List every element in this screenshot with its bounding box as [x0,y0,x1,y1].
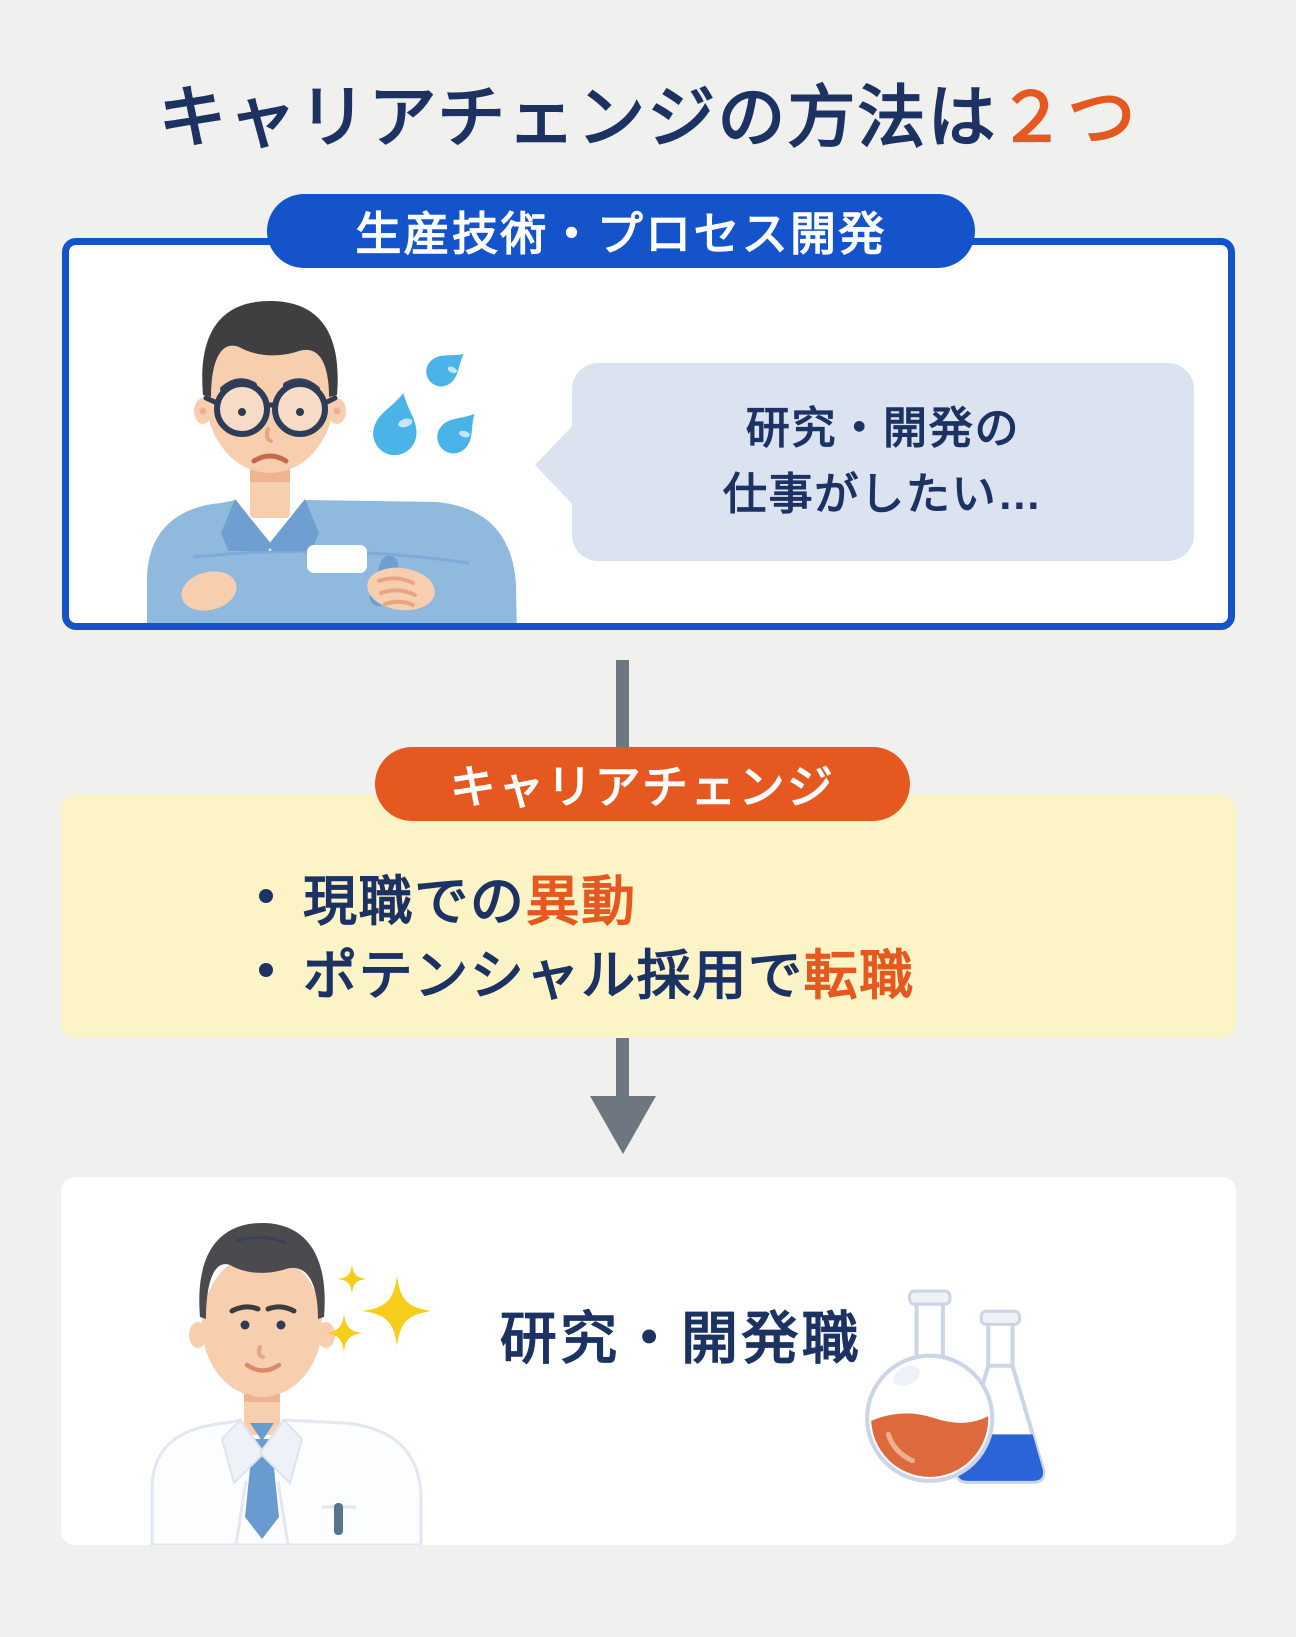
happy-scientist-illustration [150,1223,423,1545]
current-role-box: 研究・開発の 仕事がしたい… [62,238,1235,630]
speech-bubble: 研究・開発の 仕事がしたい… [535,363,1194,561]
career-option-transfer: 現職での異動 [259,859,1236,933]
sparkles-icon [329,1264,429,1352]
speech-line-1: 研究・開発の [745,404,1021,453]
page-title: キャリアチェンジの方法は２つ [0,62,1296,161]
current-role-badge: 生産技術・プロセス開発 [267,194,975,268]
career-options-list: 現職での異動 ポテンシャル採用で転職 [61,795,1236,1007]
worried-factory-worker-illustration [147,301,517,623]
sweat-drops-icon [373,354,475,456]
title-highlight: ２つ [997,80,1138,156]
bullet-dot-icon [259,889,273,903]
career-change-box: 現職での異動 ポテンシャル採用で転職 [61,795,1236,1038]
option-highlight: 異動 [525,871,637,932]
chemistry-flasks-icon [865,1289,1046,1484]
option-text: 現職での [303,871,526,932]
goal-role-label: 研究・開発職 [499,1307,863,1371]
career-option-job-change: ポテンシャル採用で転職 [259,933,1236,1007]
career-change-badge: キャリアチェンジ [375,747,910,821]
bullet-dot-icon [259,963,273,977]
option-highlight: 転職 [803,945,915,1006]
goal-role-box: 研究・開発職 [61,1177,1236,1545]
down-arrow-head-icon [590,1096,656,1154]
title-text: キャリアチェンジの方法は [158,80,998,156]
option-text: ポテンシャル採用で [303,945,804,1006]
speech-line-2: 仕事がしたい… [722,470,1044,519]
